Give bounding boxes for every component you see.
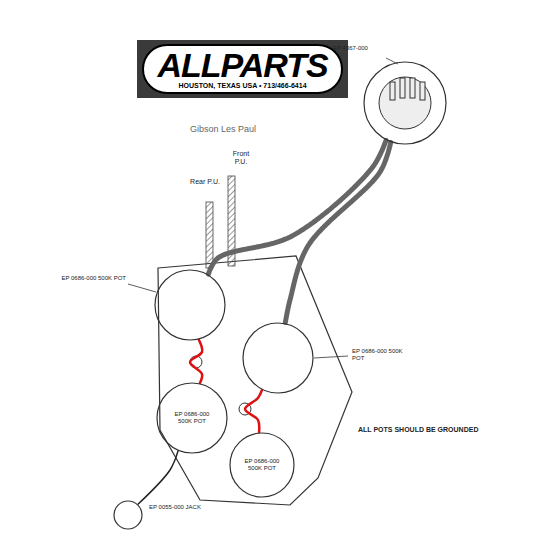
- pickup-label: Rear P.U.: [190, 178, 220, 186]
- model-name: Gibson Les Paul: [190, 124, 256, 134]
- pot-circle: EP 0686-000 500K POT: [242, 322, 314, 394]
- braided-cable: [208, 140, 386, 274]
- jack-circle: EP 0055-000 JACK: [113, 500, 143, 530]
- wire: [190, 340, 202, 383]
- part-number: EP 0686-000 500K POT: [242, 458, 282, 472]
- leader-lines: [128, 58, 398, 358]
- pot-circle: EP 0686-000 500K POT: [229, 432, 295, 498]
- pickup-label: Front P.U.: [226, 150, 256, 166]
- part-number: EP 0055-000 JACK: [149, 504, 209, 511]
- wire: [245, 390, 262, 432]
- part-number: EP 4367-000: [333, 45, 393, 52]
- node-outline: [363, 61, 447, 145]
- switch-circle: EP 4367-000: [363, 61, 447, 145]
- brand-name: ALLPARTS: [157, 48, 327, 82]
- pot-circle: EP 0686-000 500K POT: [156, 382, 228, 454]
- node-outline: [113, 500, 143, 530]
- part-number: EP 0686-000 500K POT: [352, 348, 412, 362]
- note: ALL POTS SHOULD BE GROUNDED: [358, 426, 478, 434]
- braided-cable: [285, 142, 390, 322]
- switch-terminals: [379, 77, 431, 129]
- part-number: EP 0686-000 500K POT: [54, 275, 126, 282]
- pot-circle: EP 0686-000 500K POT: [154, 269, 226, 341]
- part-number: EP 0686-000 500K POT: [172, 411, 212, 425]
- logo-box: ALLPARTSHOUSTON, TEXAS USA • 713/466-641…: [137, 40, 348, 98]
- node-outline: [242, 322, 314, 394]
- node-outline: [154, 269, 226, 341]
- wire: [138, 451, 178, 504]
- control-cavity: [158, 256, 352, 505]
- address-line: HOUSTON, TEXAS USA • 713/466-6414: [178, 82, 306, 90]
